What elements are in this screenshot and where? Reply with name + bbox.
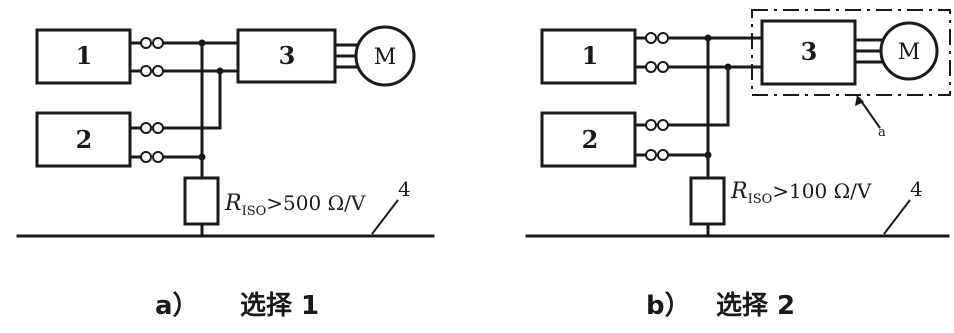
b-label-2: 2 (582, 125, 599, 154)
b-enclosure-leader (858, 97, 881, 129)
b-box-3 (760, 19, 857, 86)
a-resistor-label: RISO>500 Ω/V (224, 191, 366, 219)
b-ground-label: 4 (910, 177, 923, 201)
b-b2-ring-3 (645, 149, 657, 161)
a-label-2: 2 (76, 125, 93, 154)
a-label-3: 3 (279, 41, 296, 70)
b-caption-text: 选择 2 (716, 291, 795, 321)
b-box-1 (540, 28, 637, 85)
a-b1-ring-3 (140, 65, 152, 77)
b-enclosure (751, 9, 951, 96)
b-resistor (689, 176, 726, 226)
a-resistor (183, 176, 220, 226)
b-b2-ring-1 (645, 119, 657, 131)
b-box-2 (540, 111, 637, 168)
b-enclosure-arrow (855, 95, 864, 106)
a-b2-ring-3 (140, 151, 152, 163)
b-junction-bot (704, 151, 712, 159)
b-ground-leader (883, 199, 911, 235)
a-label-1: 1 (76, 41, 93, 70)
a-box-1 (35, 28, 132, 85)
a-b2-ring-1 (140, 122, 152, 134)
b-b1-ring-1 (645, 32, 657, 44)
a-b2-ring-2 (152, 122, 164, 134)
a-b1-ring-2 (152, 37, 164, 49)
a-caption-letter: a） (155, 291, 199, 321)
b-enclosure-label: a (878, 125, 886, 140)
b-caption-letter: b） (646, 291, 691, 321)
b-label-1: 1 (582, 41, 599, 70)
b-label-3: 3 (801, 37, 818, 66)
a-b1-ring-4 (152, 65, 164, 77)
a-junction-top (198, 39, 206, 47)
a-ground-label: 4 (398, 177, 411, 201)
a-box-3 (236, 28, 337, 84)
b-b1-ring-2 (657, 32, 669, 44)
diagram-b: a (525, 9, 951, 321)
a-junction-bot (198, 153, 206, 161)
diagram-a: 1 2 3 M RISO>500 Ω/V 4 a） 选择 1 (16, 25, 435, 321)
a-caption-text: 选择 1 (240, 291, 319, 321)
b-b2-ring-4 (657, 149, 669, 161)
b-junction-mid (724, 63, 732, 71)
b-motor-label: M (898, 40, 921, 65)
b-b1-ring-4 (657, 61, 669, 73)
a-b2-ring-4 (152, 151, 164, 163)
a-junction-mid (216, 67, 224, 75)
a-ground-leader (371, 199, 399, 235)
b-resistor-label: RISO>100 Ω/V (730, 179, 872, 207)
b-b2-ring-2 (657, 119, 669, 131)
a-b1-ring-1 (140, 37, 152, 49)
b-junction-top (704, 34, 712, 42)
a-box-2 (35, 111, 132, 168)
b-b1-ring-3 (645, 61, 657, 73)
a-motor-label: M (374, 45, 397, 70)
